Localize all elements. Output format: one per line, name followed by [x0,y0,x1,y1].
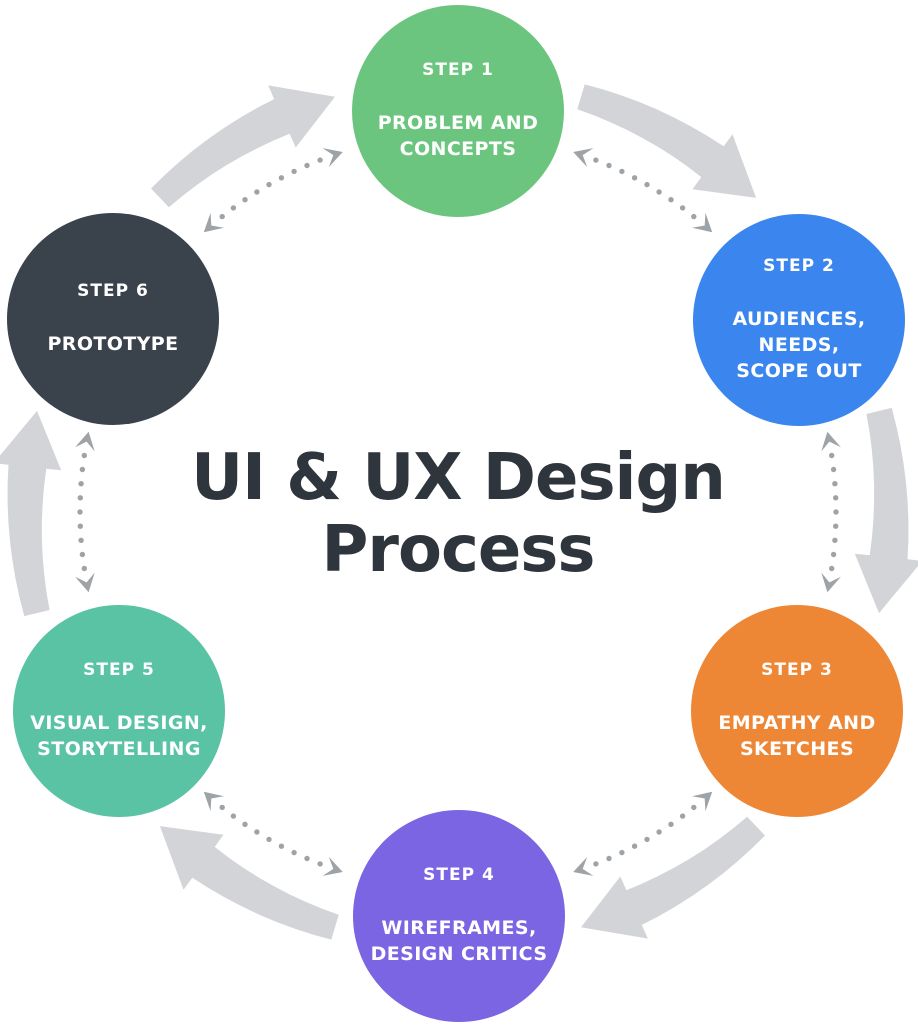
dotted-iteration-arrow-1 [573,148,713,233]
step-6-number: STEP 6 [77,280,149,301]
step-1-label: PROBLEM AND CONCEPTS [377,111,539,160]
step-2-number: STEP 2 [763,255,835,276]
solid-flow-arrow-5 [0,410,62,617]
dotted-iteration-arrow-2 [821,431,841,593]
step-1-circle: STEP 1 PROBLEM AND CONCEPTS [352,5,564,217]
step-1-number: STEP 1 [422,59,494,80]
step-6-circle: STEP 6 PROTOTYPE [7,213,219,425]
solid-flow-arrow-2 [854,407,918,614]
step-5-number: STEP 5 [83,659,155,680]
dotted-iteration-arrow-4 [203,791,343,876]
step-4-number: STEP 4 [423,864,495,885]
solid-flow-arrow-4 [159,826,339,940]
solid-flow-arrow-3 [581,816,765,939]
step-3-number: STEP 3 [761,659,833,680]
step-4-circle: STEP 4 WIREFRAMES, DESIGN CRITICS [353,810,565,1022]
dotted-iteration-arrow-5 [75,431,95,593]
step-3-label: EMPATHY AND SKETCHES [718,711,876,760]
step-2-label: AUDIENCES, NEEDS, SCOPE OUT [732,307,866,383]
step-4-label: WIREFRAMES, DESIGN CRITICS [370,916,548,965]
step-5-circle: STEP 5 VISUAL DESIGN, STORYTELLING [13,605,225,817]
step-2-circle: STEP 2 AUDIENCES, NEEDS, SCOPE OUT [693,214,905,426]
dotted-iteration-arrow-6 [203,148,343,233]
solid-flow-arrow-6 [151,85,335,208]
step-5-label: VISUAL DESIGN, STORYTELLING [30,711,208,760]
diagram-title: UI & UX Design Process [191,441,726,588]
solid-flow-arrow-1 [577,84,757,198]
step-6-label: PROTOTYPE [47,332,179,355]
step-3-circle: STEP 3 EMPATHY AND SKETCHES [691,605,903,817]
dotted-iteration-arrow-3 [573,791,713,876]
